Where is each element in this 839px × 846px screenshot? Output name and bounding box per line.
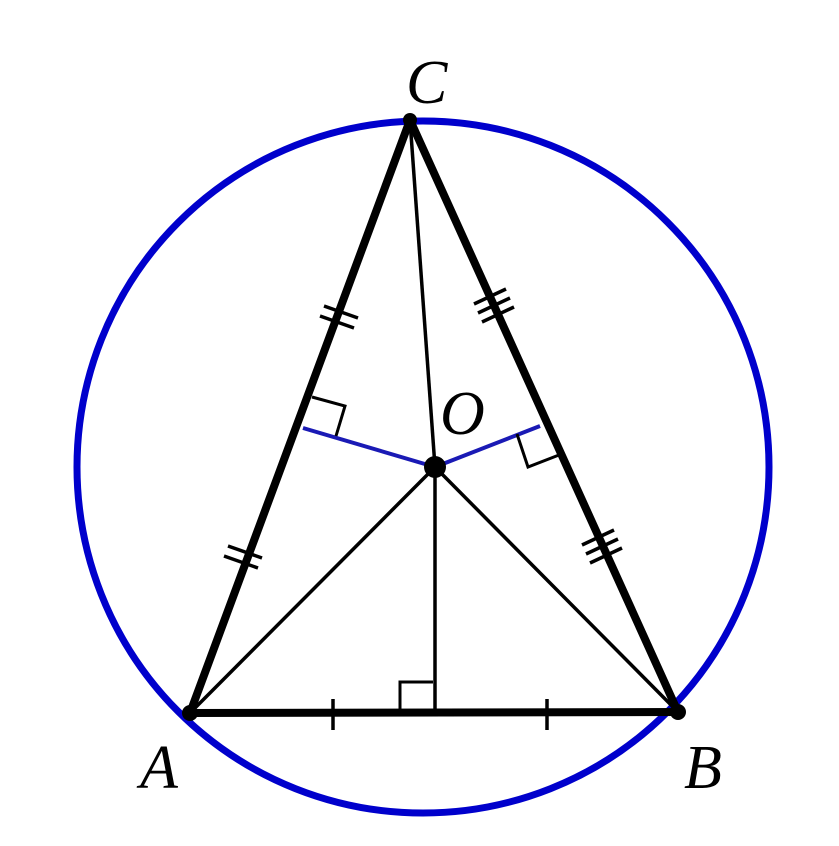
tick-bc-lower-2 (585, 537, 619, 556)
point-o (424, 456, 446, 478)
tick-bc-lower-1 (581, 528, 615, 547)
tick-ac-upper-1 (323, 304, 359, 320)
right-angle-marker-ac (311, 395, 347, 437)
tick-bc-lower-3 (589, 546, 623, 565)
segment-oc (408, 119, 437, 468)
right-angle-marker-ab (398, 680, 433, 713)
tick-ac-lower-2 (223, 554, 259, 570)
point-a (182, 705, 198, 721)
tick-bc-upper-3 (481, 305, 515, 324)
point-b (670, 704, 686, 720)
tick-ac-upper-2 (319, 314, 355, 330)
tick-ac-lower-1 (227, 544, 263, 560)
circumcircle (73, 117, 773, 817)
label-c: C (406, 49, 448, 117)
tick-bc-upper-1 (473, 287, 507, 306)
label-b: B (684, 734, 722, 802)
segment-oa (188, 465, 437, 715)
perpendicular-to-ac (302, 426, 436, 469)
tick-bc-upper-2 (477, 296, 511, 315)
perpendicular-to-bc (434, 424, 541, 469)
side-bc (406, 116, 682, 716)
point-c (403, 113, 417, 127)
label-a: A (136, 734, 179, 802)
segment-ob (433, 465, 680, 714)
right-angle-marker-bc (515, 433, 560, 469)
label-o: O (440, 380, 485, 448)
side-ab (186, 708, 682, 717)
side-ac (186, 116, 414, 717)
